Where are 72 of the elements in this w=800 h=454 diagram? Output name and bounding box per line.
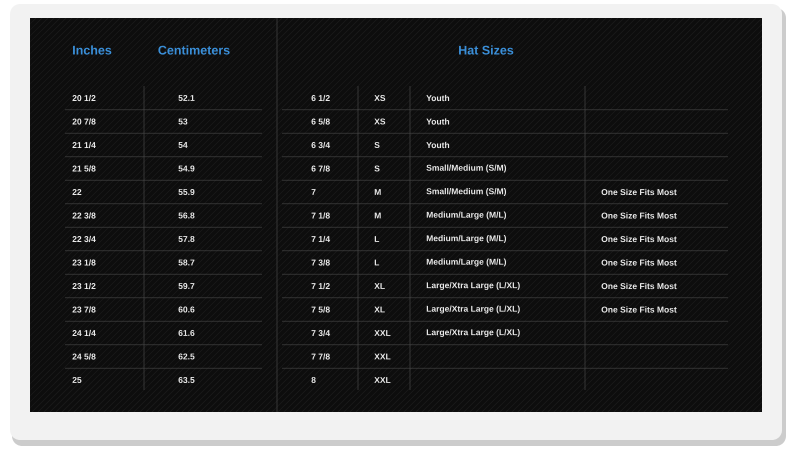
table-cell: Medium/Large (M/L): [426, 235, 506, 243]
table-cell: 20 7/8: [72, 118, 96, 125]
table-cell: 52.1: [178, 95, 194, 101]
table-cell: 54.9: [178, 166, 194, 172]
table-cell: 56.8: [178, 212, 194, 218]
table-cell: M: [374, 212, 381, 218]
table-cell: 6 3/4: [312, 142, 330, 148]
table-cell: 58.7: [178, 260, 194, 266]
table-cell: XL: [374, 306, 385, 312]
table-cell: 24 5/8: [72, 353, 96, 360]
table-cell: 7 5/8: [312, 306, 330, 313]
table-cell: 7 3/8: [312, 259, 330, 266]
table-cell: 20 1/2: [72, 94, 96, 102]
table-cell: One Size Fits Most: [602, 282, 677, 290]
table-cell: 8: [311, 377, 316, 383]
table-cell: 6 7/8: [312, 165, 330, 172]
table-cell: S: [374, 142, 380, 148]
table-cell: M: [374, 189, 381, 195]
table-cell: L: [374, 260, 380, 266]
table-cell: Medium/Large (M/L): [426, 258, 506, 266]
table-cell: 62.5: [178, 354, 194, 360]
table-cell: 7 1/8: [312, 212, 330, 219]
table-cell: 63.5: [178, 376, 194, 383]
table-cell: 6 1/2: [312, 94, 330, 102]
table-cell: 22 3/8: [72, 212, 96, 219]
table-cell: 57.8: [178, 236, 194, 242]
table-cell: Medium/Large (M/L): [426, 212, 506, 220]
table-cell: 22: [72, 189, 82, 195]
column-header: Hat Sizes: [459, 45, 514, 55]
table-cell: 53: [178, 118, 188, 124]
table-cell: One Size Fits Most: [602, 236, 677, 242]
table-cell: 7 1/2: [312, 282, 330, 290]
table-cell: XXL: [374, 354, 390, 360]
table-cell: One Size Fits Most: [602, 259, 677, 266]
table-cell: Youth: [426, 94, 450, 102]
table-cell: 61.6: [178, 330, 194, 336]
table-cell: Small/Medium (S/M): [426, 188, 506, 196]
table-cell: XXL: [374, 330, 390, 336]
table-cell: XL: [374, 283, 385, 289]
table-cell: XXL: [374, 377, 390, 383]
table-cell: Youth: [426, 118, 450, 125]
table-cell: Large/Xtra Large (L/XL): [426, 306, 520, 314]
table-cell: 23 1/8: [72, 259, 96, 266]
table-cell: 7 7/8: [312, 353, 330, 360]
table-cell: 7 1/4: [312, 236, 330, 242]
table-cell: XS: [374, 95, 386, 101]
table-cell: Large/Xtra Large (L/XL): [426, 282, 520, 290]
table-cell: L: [374, 236, 380, 242]
table-cell: 23 7/8: [72, 306, 96, 313]
table-cell: One Size Fits Most: [602, 188, 677, 196]
table-cell: 23 1/2: [72, 282, 96, 290]
table-cell: 25: [72, 377, 82, 383]
table-cell: 6 5/8: [312, 118, 330, 125]
table-cell: S: [374, 166, 380, 172]
table-cell: Large/Xtra Large (L/XL): [426, 329, 520, 337]
table-cell: 54: [178, 142, 188, 148]
table-cell: One Size Fits Most: [602, 212, 677, 219]
table-cell: 21 5/8: [72, 165, 96, 172]
column-header: Inches: [73, 45, 112, 55]
table-cell: Small/Medium (S/M): [426, 164, 506, 172]
table-cell: 60.6: [178, 306, 194, 312]
table-cell: Youth: [426, 142, 450, 148]
table-cell: 55.9: [178, 189, 194, 195]
column-header: Centimeters: [158, 45, 230, 55]
table-cell: 7: [312, 189, 316, 195]
table-cell: 24 1/4: [72, 330, 96, 336]
table-cell: One Size Fits Most: [602, 306, 677, 313]
table-cell: 59.7: [178, 283, 194, 289]
table-cell: 22 3/4: [72, 236, 96, 242]
table-cell: 21 1/4: [72, 142, 96, 148]
table-cell: XS: [374, 118, 386, 124]
table-cell: 7 3/4: [312, 330, 330, 336]
